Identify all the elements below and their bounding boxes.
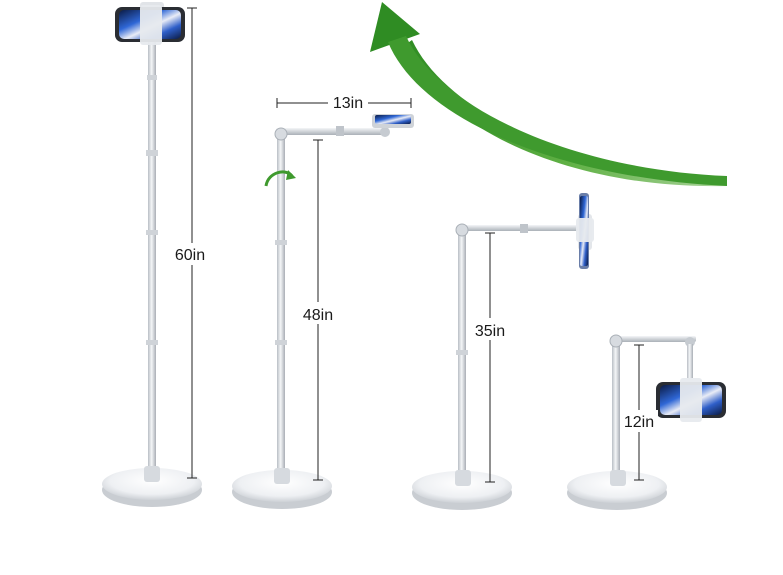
adjust-angle-arrow-icon [370,2,727,187]
height-label-35in: 35in [475,323,505,340]
stand-12in [567,334,726,510]
dimension-35in: 35in [470,232,510,483]
stand-48in [232,114,414,509]
arm-length-label-13in: 13in [333,95,363,112]
dimension-13in: 13in [276,92,412,112]
height-label-48in: 48in [303,307,333,324]
dimension-48in: 48in [298,139,338,481]
height-label-12in: 12in [624,414,654,431]
height-label-60in: 60in [175,247,205,264]
stand-60in [102,2,202,507]
dimension-12in: 12in [620,344,658,481]
rotate-arrow-icon [264,170,296,187]
stand-35in [412,193,594,510]
dimension-60in: 60in [172,7,212,479]
